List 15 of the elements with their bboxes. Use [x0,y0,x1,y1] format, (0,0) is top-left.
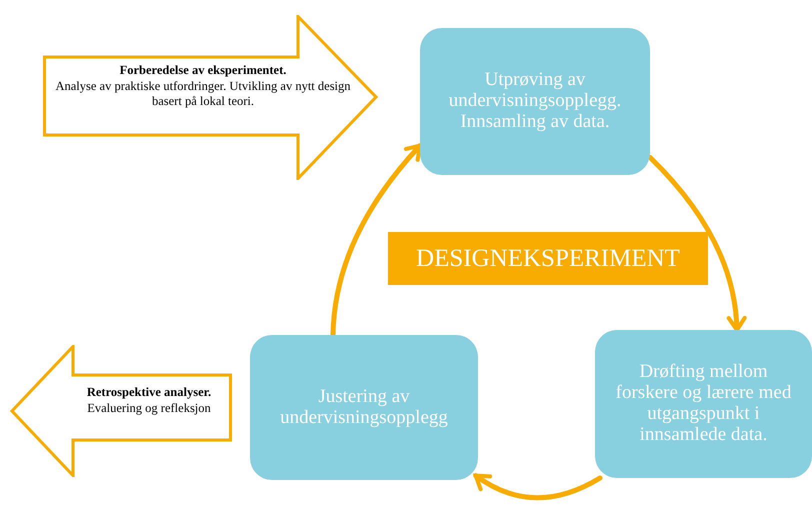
box-text: Justering av undervisningsopplegg [279,386,449,428]
curved-arrow [648,154,746,332]
box-text: Utprøving av undervisningsopplegg. Innsamling av data. [448,70,622,133]
title-banner [388,232,708,285]
curved-arrow [330,143,422,338]
arrow-text: Analyse av praktiske utfordringer. Utvikling av nytt design basert på lokal teori. [54,78,352,110]
banner-text: DESIGNEKSPERIMENT [416,244,680,274]
arrow-heading: Forberedelse av eksperimentet. [120,63,286,79]
arrow-text: Evaluering og refleksjon [87,400,211,416]
process-box [250,335,478,480]
box-text: Drøfting mellom forskere og lærere med utgangspunkt i innsamlede data. [614,362,792,446]
arrow-heading: Retrospektive analyser. [86,385,212,401]
process-box [595,330,812,478]
process-box [420,28,650,175]
curved-arrow [473,473,602,500]
